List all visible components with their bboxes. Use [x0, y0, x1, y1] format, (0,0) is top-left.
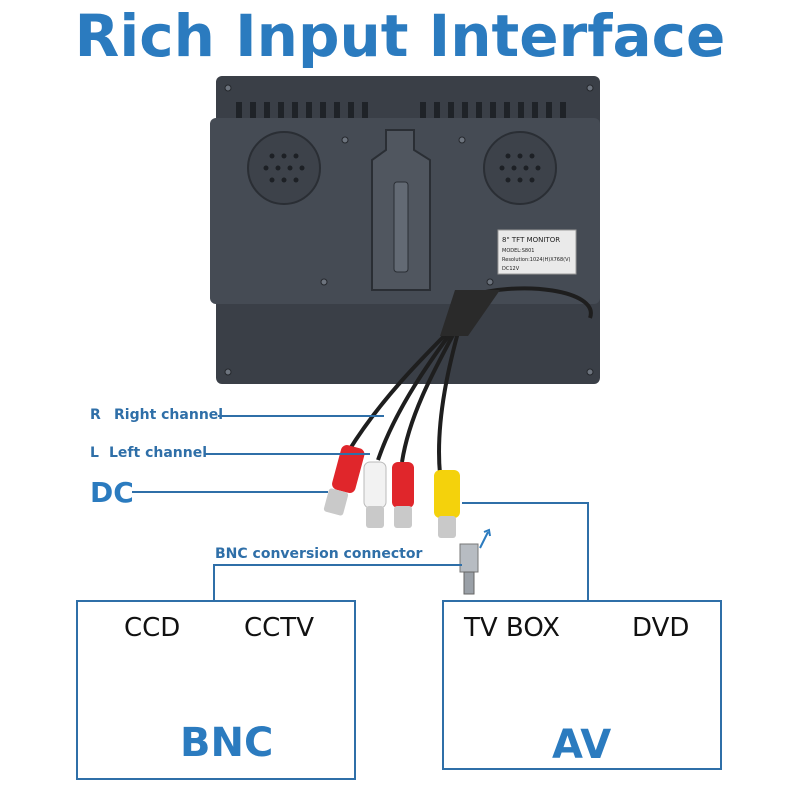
cable-splitter — [440, 290, 500, 336]
bnc-adapter — [459, 528, 491, 595]
spec-line-2: MODEL:S801 — [502, 248, 534, 254]
dc-label: DC — [90, 476, 134, 509]
bnc-connector-label: BNC conversion connector — [215, 546, 423, 562]
left-speaker — [247, 131, 321, 205]
leader-lines — [132, 415, 589, 600]
left-channel-prefix: L — [90, 445, 99, 461]
right-speaker — [483, 131, 557, 205]
page-title: Rich Input Interface — [74, 2, 726, 70]
spec-line-4: DC12V — [502, 266, 520, 272]
spec-label-plate — [497, 229, 577, 275]
right-channel-label: Right channel — [114, 407, 224, 423]
cctv-label: CCTV — [244, 613, 314, 643]
bnc-box — [76, 600, 356, 780]
spec-line-1: 8" TFT MONITOR — [502, 236, 560, 244]
av-caption: AV — [552, 722, 612, 768]
dvd-label: DVD — [632, 613, 690, 643]
tv-box-label: TV BOX — [464, 613, 560, 643]
left-channel-label: Left channel — [109, 445, 208, 461]
rca-connectors — [323, 445, 460, 538]
bnc-caption: BNC — [180, 720, 274, 766]
av-box — [442, 600, 722, 770]
right-channel-prefix: R — [90, 407, 101, 423]
vent-slots — [236, 102, 566, 118]
spec-line-3: Resolution:1024(H)X768(V) — [502, 257, 571, 263]
ccd-label: CCD — [124, 613, 181, 643]
